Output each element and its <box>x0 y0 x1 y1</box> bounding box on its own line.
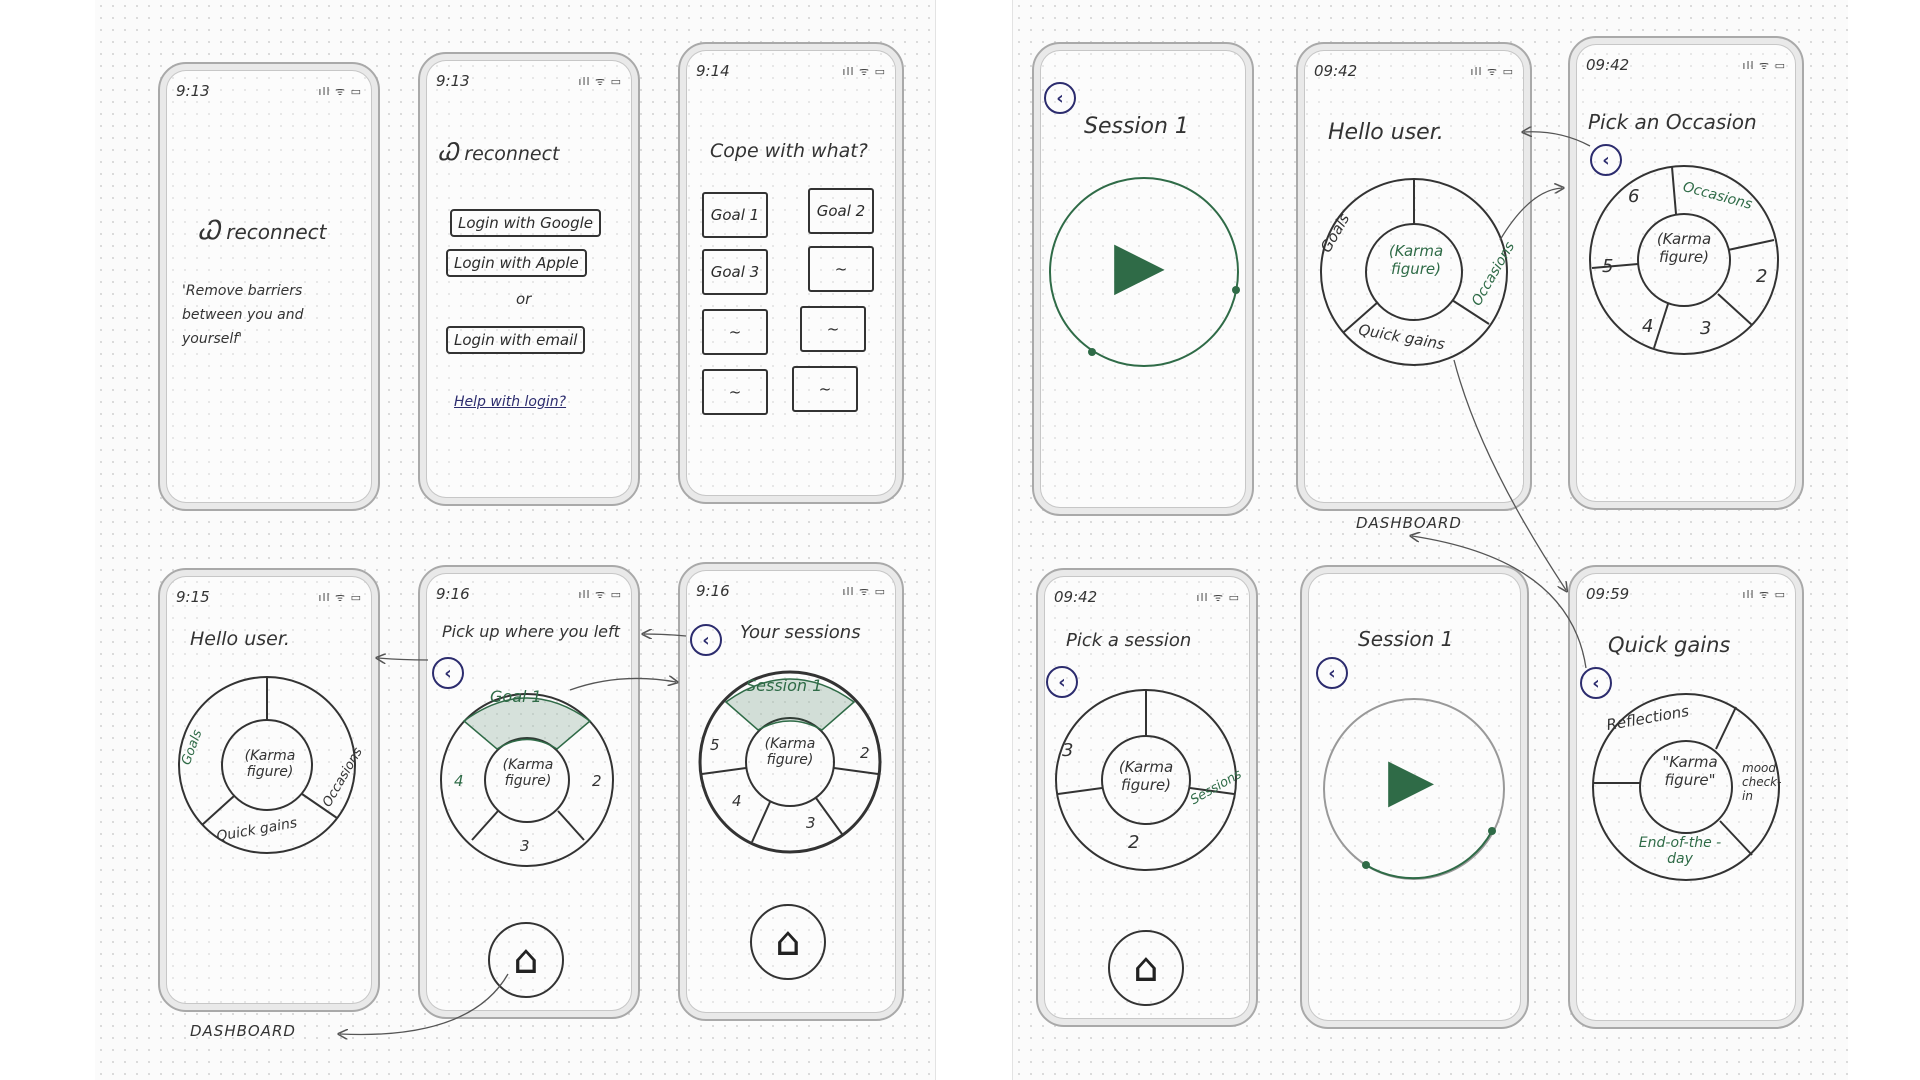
phone-session-player-2: Session 1 ‹ ▶ <box>1300 565 1529 1029</box>
status-time: 09:42 <box>1586 56 1629 74</box>
status-icons: ıll ᯤ ▭ <box>1742 58 1786 73</box>
karma-figure-label: "Karma figure" <box>1648 753 1732 789</box>
login-email-button[interactable]: Login with email <box>446 326 585 354</box>
karma-figure-label: (Karma figure) <box>1374 242 1458 278</box>
phone-cope: 9:14 ıll ᯤ ▭ Cope with what? Goal 1 Goal… <box>678 42 904 504</box>
reconnect-logo-icon: Ꮗ <box>198 216 220 246</box>
or-label: or <box>516 290 531 308</box>
segment-number[interactable]: 2 <box>860 744 870 762</box>
segment-number[interactable]: 3 <box>1700 318 1711 339</box>
segment-number[interactable]: 2 <box>592 772 602 790</box>
segment-number[interactable]: 2 <box>1128 832 1139 853</box>
segment-number[interactable]: 4 <box>1642 316 1653 337</box>
phone-session-player: ‹ Session 1 ▶ <box>1032 42 1254 516</box>
segment-number[interactable]: 5 <box>710 736 720 754</box>
play-icon[interactable]: ▶ <box>1114 226 1165 303</box>
chevron-left-icon[interactable]: ‹ <box>1316 657 1348 689</box>
goal-option-2[interactable]: Goal 2 <box>808 188 874 234</box>
status-time: 9:16 <box>436 585 470 603</box>
status-time: 09:42 <box>1054 588 1097 606</box>
login-google-button[interactable]: Login with Google <box>450 209 601 237</box>
status-time: 9:13 <box>436 72 470 90</box>
status-icons: ıll ᯤ ▭ <box>318 84 362 99</box>
goal-1-segment-label[interactable]: Goal 1 <box>490 687 542 706</box>
segment-number[interactable]: 6 <box>1628 186 1639 207</box>
status-icons: ıll ᯤ ▭ <box>842 584 886 599</box>
segment-number[interactable]: 3 <box>806 814 816 832</box>
house-icon[interactable]: ⌂ <box>750 904 826 980</box>
segment-number[interactable]: 3 <box>1062 740 1073 761</box>
mood-checkin-segment-label[interactable]: mood check-in <box>1742 761 1788 803</box>
segment-number[interactable]: 3 <box>520 837 530 855</box>
phone-pick-session: 09:42 ıll ᯤ ▭ Pick a session ‹ 3 (Karma … <box>1036 568 1258 1027</box>
screen-title: Pick up where you left <box>442 622 620 641</box>
screen-title: Session 1 <box>1358 627 1453 651</box>
screen-title: Cope with what? <box>710 140 868 162</box>
screen-title: Your sessions <box>740 622 861 643</box>
goal-option-7[interactable]: ~ <box>702 369 768 415</box>
chevron-left-icon[interactable]: ‹ <box>690 624 722 656</box>
segment-number[interactable]: 5 <box>1602 256 1613 277</box>
goal-option-4[interactable]: ~ <box>808 246 874 292</box>
goal-option-5[interactable]: ~ <box>702 309 768 355</box>
phone-pickup: 9:16 ıll ᯤ ▭ Pick up where you left ‹ Go… <box>418 565 640 1019</box>
phone-hello-dashboard: 9:15 ıll ᯤ ▭ Hello user. (Karma figure) … <box>158 568 380 1012</box>
play-icon[interactable]: ▶ <box>1388 745 1434 815</box>
karma-figure-label: (Karma figure) <box>486 757 570 789</box>
phone-login: 9:13 ıll ᯤ ▭ Ꮗ reconnect Login with Goog… <box>418 52 640 506</box>
phone-quick-gains: 09:59 ıll ᯤ ▭ Quick gains ‹ Reflections … <box>1568 565 1804 1029</box>
goal-option-8[interactable]: ~ <box>792 366 858 412</box>
tagline: 'Remove barriers between you and yoursel… <box>182 279 352 351</box>
status-icons: ıll ᯤ ▭ <box>578 74 622 89</box>
segment-number[interactable]: 4 <box>732 792 742 810</box>
session-1-segment-label[interactable]: Session 1 <box>746 676 822 695</box>
phone-your-sessions: 9:16 ıll ᯤ ▭ ‹ Your sessions Session 1 (… <box>678 562 904 1021</box>
logo-text: reconnect <box>226 220 326 244</box>
house-icon[interactable]: ⌂ <box>488 922 564 998</box>
reconnect-logo-icon: Ꮗ <box>438 138 458 166</box>
status-icons: ıll ᯤ ▭ <box>1742 587 1786 602</box>
status-time: 09:59 <box>1586 585 1629 603</box>
screen-title: Quick gains <box>1608 633 1730 657</box>
phone-pick-occasion: 09:42 ıll ᯤ ▭ Pick an Occasion ‹ Occasio… <box>1568 36 1804 510</box>
status-time: 9:15 <box>176 588 210 606</box>
status-time: 9:13 <box>176 82 210 100</box>
karma-figure-label: (Karma figure) <box>748 736 832 768</box>
end-of-day-segment-label[interactable]: End-of-the -day <box>1630 835 1730 867</box>
screen-title: Pick an Occasion <box>1588 110 1757 134</box>
status-icons: ıll ᯤ ▭ <box>1470 64 1514 79</box>
status-time: 09:42 <box>1314 62 1357 80</box>
goal-option-3[interactable]: Goal 3 <box>702 249 768 295</box>
karma-figure-label: (Karma figure) <box>1642 230 1726 266</box>
status-time: 9:14 <box>696 62 730 80</box>
status-icons: ıll ᯤ ▭ <box>842 64 886 79</box>
logo-text: reconnect <box>464 143 559 165</box>
screen-title: Session 1 <box>1084 114 1189 139</box>
goal-option-1[interactable]: Goal 1 <box>702 192 768 238</box>
dashboard-caption: DASHBOARD <box>1356 514 1462 532</box>
status-time: 9:16 <box>696 582 730 600</box>
goal-option-6[interactable]: ~ <box>800 306 866 352</box>
status-icons: ıll ᯤ ▭ <box>318 590 362 605</box>
app-logo: Ꮗ reconnect <box>438 138 560 166</box>
screen-title: Pick a session <box>1066 630 1191 651</box>
app-logo: Ꮗ reconnect <box>198 216 327 247</box>
house-icon[interactable]: ⌂ <box>1108 930 1184 1006</box>
help-login-link[interactable]: Help with login? <box>454 394 566 410</box>
karma-figure-label: (Karma figure) <box>1104 758 1188 794</box>
screen-title: Hello user. <box>1328 120 1444 145</box>
chevron-left-icon[interactable]: ‹ <box>1044 82 1076 114</box>
segment-number[interactable]: 4 <box>454 772 464 790</box>
login-apple-button[interactable]: Login with Apple <box>446 249 587 277</box>
phone-dashboard: 09:42 ıll ᯤ ▭ Hello user. (Karma figure)… <box>1296 42 1532 511</box>
segment-number[interactable]: 2 <box>1756 266 1767 287</box>
karma-figure-label: (Karma figure) <box>228 748 312 780</box>
status-icons: ıll ᯤ ▭ <box>1196 590 1240 605</box>
screen-title: Hello user. <box>190 628 290 650</box>
phone-splash: 9:13 ıll ᯤ ▭ Ꮗ reconnect 'Remove barrier… <box>158 62 380 511</box>
dashboard-caption: DASHBOARD <box>190 1022 296 1040</box>
status-icons: ıll ᯤ ▭ <box>578 587 622 602</box>
